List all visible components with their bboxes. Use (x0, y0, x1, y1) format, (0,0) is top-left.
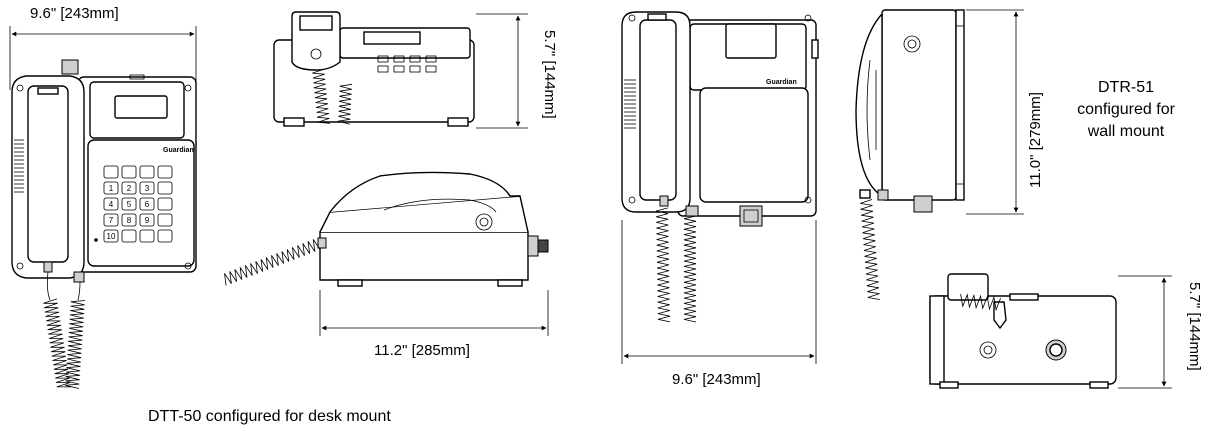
coiled-cord (312, 68, 353, 125)
keypad-key (121, 213, 137, 227)
cord-coil (337, 83, 353, 125)
wall-side-height-label: 11.0" [279mm] (1027, 92, 1044, 188)
coiled-cord (655, 207, 671, 323)
top-view-keys (377, 55, 437, 73)
keypad-key-label: 9 (145, 216, 150, 225)
coiled-cord (860, 199, 881, 300)
keypad-key (121, 229, 137, 243)
keypad-key (157, 165, 173, 179)
keypad-key (157, 181, 173, 195)
keypad-key (103, 165, 119, 179)
keypad: 1 2 3 4 5 6 7 8 9 10 (103, 165, 173, 243)
keypad-key-label: 2 (127, 184, 132, 193)
keypad-key (139, 213, 155, 227)
desk-phone-side-view (224, 171, 549, 336)
keypad-key (121, 165, 137, 179)
wall-top-height-label: 5.7" [144mm] (1186, 282, 1203, 371)
keypad-key (157, 229, 173, 243)
keypad-key-label: 6 (145, 200, 150, 209)
desk-phone-top-view (273, 11, 528, 129)
desk-brand-logo: Guardian (163, 147, 194, 154)
desk-phone-front-view: Guardian 1 2 3 4 5 6 7 8 9 10 (9, 26, 197, 389)
desk-front-width-label: 9.6" [243mm] (30, 5, 119, 22)
keypad-key-label: 10 (107, 232, 116, 241)
wall-phone-front-view: Guardian (621, 11, 819, 364)
cord-coil (65, 300, 86, 389)
keypad-key-label: 7 (109, 216, 114, 225)
cord-coil (43, 298, 71, 388)
keypad-key-label: 1 (109, 184, 114, 193)
earpiece-grille (14, 139, 24, 193)
keypad-key (139, 165, 155, 179)
wall-phone-side-view (855, 9, 1024, 300)
keypad-key (139, 229, 155, 243)
coiled-cord (683, 215, 697, 323)
cord-coil (960, 293, 1001, 312)
keypad-key-label: 3 (145, 184, 150, 193)
coiled-cord (224, 239, 321, 286)
cord-coil (312, 68, 331, 124)
keypad-key (157, 213, 173, 227)
desk-caption: DTT-50 configured for desk mount (148, 408, 391, 425)
keypad-key-label: 5 (127, 200, 132, 209)
keypad-key (103, 181, 119, 195)
keypad-key (121, 181, 137, 195)
keypad-key (103, 197, 119, 211)
keypad-key (157, 197, 173, 211)
keypad-key (103, 229, 119, 243)
wall-front-width-label: 9.6" [243mm] (672, 371, 761, 388)
coiled-cord (43, 298, 86, 389)
wall-earpiece-grille (624, 79, 636, 129)
cord-coil (655, 207, 671, 323)
desk-side-length-label: 11.2" [285mm] (374, 342, 470, 359)
cord-coil (860, 199, 881, 300)
wall-phone-top-view (929, 273, 1172, 389)
coiled-cord (960, 293, 1001, 312)
cord-coil (224, 239, 321, 286)
keypad-key (139, 197, 155, 211)
keypad-key (103, 213, 119, 227)
keypad-key-label: 8 (127, 216, 132, 225)
wall-caption-line1: DTR-51 (1098, 79, 1154, 96)
wall-brand-logo: Guardian (766, 79, 797, 86)
wall-caption-line2: configured for (1077, 101, 1176, 118)
desk-top-height-label: 5.7" [144mm] (541, 30, 558, 119)
keypad-key-label: 4 (109, 200, 114, 209)
keypad-key (139, 181, 155, 195)
cord-coil (683, 215, 697, 323)
wall-caption-line3: wall mount (1087, 123, 1165, 140)
keypad-key (121, 197, 137, 211)
